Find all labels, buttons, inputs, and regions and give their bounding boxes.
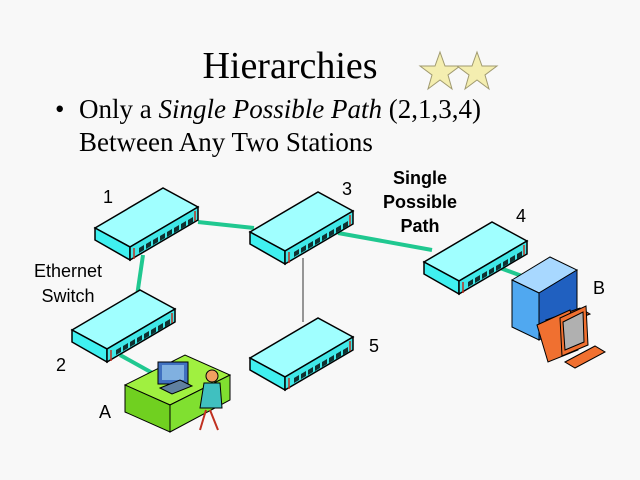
switch-4-label: 4 [516, 206, 527, 226]
ethernet-switch-line-2: Switch [41, 286, 95, 306]
workstation-a-icon [123, 354, 232, 433]
bullet-line-1: Only a Single Possible Path (2,1,3,4) [79, 93, 481, 126]
bullet-suffix: (2,1,3,4) [381, 94, 481, 124]
link-1-2 [135, 254, 145, 297]
switch-1-label: 1 [103, 187, 114, 207]
star-icon [455, 50, 499, 91]
bullet-emphasis: Single Possible Path [158, 94, 382, 124]
switch-5-label: 5 [369, 336, 380, 356]
star-icon [418, 50, 462, 91]
switch-3 [249, 191, 354, 265]
slide-title: Hierarchies [0, 44, 640, 88]
link-1-3 [197, 220, 255, 230]
single-path-line-1: Single [392, 168, 447, 188]
link-3-4 [337, 231, 433, 252]
station-a-label: A [99, 402, 112, 422]
ethernet-switch-line-1: Ethernet [34, 261, 103, 281]
switch-3-label: 3 [342, 179, 353, 199]
station-b-label: B [593, 278, 606, 298]
bullet-dot: • [55, 94, 65, 124]
link-4-b [499, 266, 523, 278]
single-path-label: Single Possible Path [376, 166, 464, 238]
ethernet-switch-label: Ethernet Switch [34, 259, 102, 309]
single-path-line-2: Possible [382, 192, 458, 212]
switch-5 [249, 317, 354, 391]
bullet-line-2: Between Any Two Stations [79, 127, 373, 157]
bullet-prefix: Only a [79, 94, 159, 124]
single-path-line-3: Path [400, 216, 440, 236]
title-text: Hierarchies [202, 45, 378, 87]
switch-2-label: 2 [56, 355, 67, 375]
workstation-b-icon [510, 256, 607, 369]
